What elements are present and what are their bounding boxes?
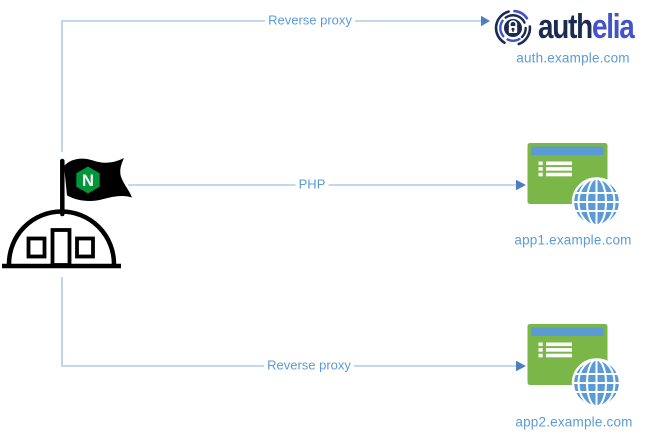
building-window-left (26, 236, 47, 259)
building-door (50, 228, 72, 267)
globe-icon (571, 177, 622, 227)
nginx-hexagon (76, 166, 100, 194)
building-dome (6, 209, 117, 265)
connection-label-reverse-proxy-bottom: Reverse proxy (264, 357, 354, 373)
arrowhead-icon (481, 15, 490, 27)
connection-label-php: PHP (295, 176, 329, 192)
lock-icon (508, 20, 518, 33)
app1-icon (527, 143, 622, 227)
list-icon (538, 161, 572, 177)
nginx-server-icon: N (2, 158, 132, 269)
arrowhead-icon (516, 179, 526, 191)
connector-nginx-to-authelia (61, 15, 490, 152)
connector-nginx-to-app2 (61, 277, 526, 372)
authelia-logo-icon (494, 9, 532, 46)
arrowhead-icon (516, 360, 526, 372)
app2-icon (528, 324, 623, 408)
app2-domain-label: app2.example.com (515, 414, 633, 430)
building-window-right (75, 236, 95, 259)
app-titlebar (531, 146, 604, 155)
nginx-flag-letter: N (82, 172, 94, 190)
app1-domain-label: app1.example.com (514, 232, 632, 248)
authelia-wordmark-light: elia (591, 8, 635, 46)
auth-domain-label: auth.example.com (516, 50, 630, 66)
authelia-wordmark-dark: auth (538, 8, 593, 46)
authelia-wordmark: authelia (538, 8, 635, 46)
connection-label-reverse-proxy-top: Reverse proxy (265, 12, 355, 28)
